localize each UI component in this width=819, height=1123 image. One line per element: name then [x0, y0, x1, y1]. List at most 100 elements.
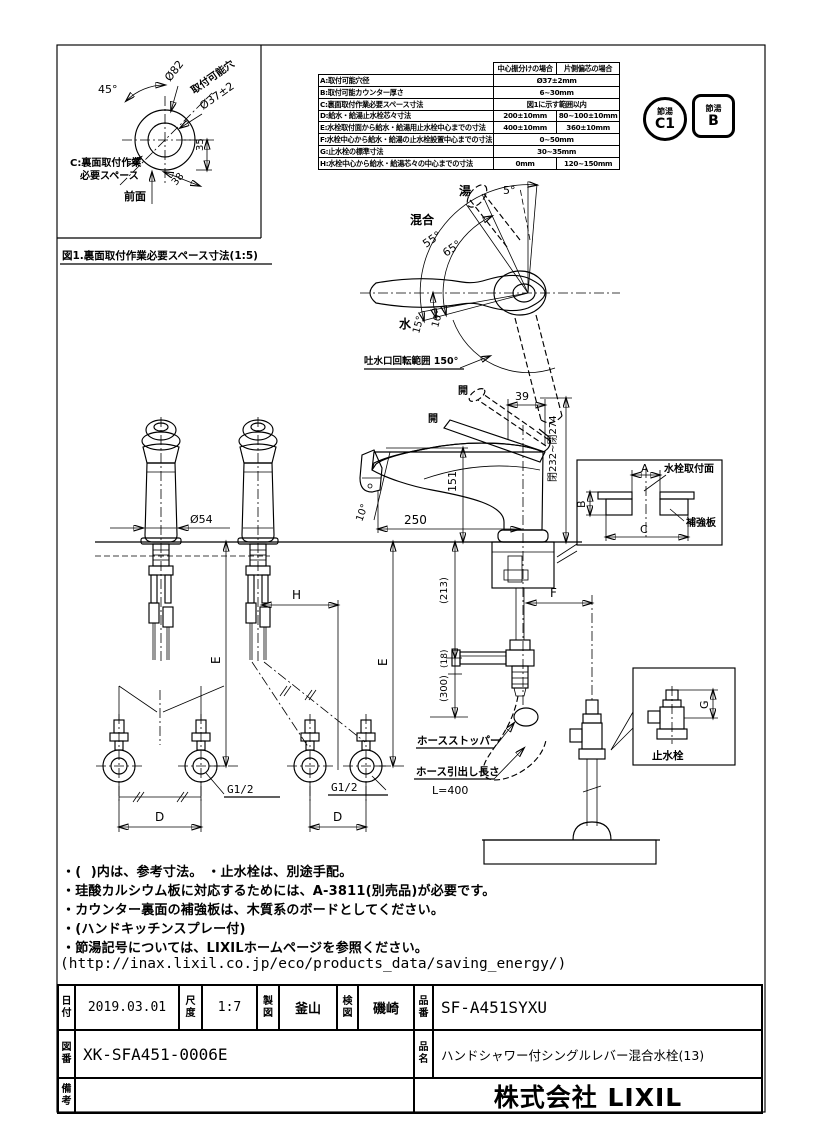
mount-dim-c: C — [640, 523, 648, 536]
spec-row-value: Ø37±2mm — [493, 73, 621, 87]
reinforce-board-label: 補強板 — [685, 516, 717, 529]
topview-15deg-label: 15° — [411, 315, 426, 335]
note-line-4: ・(ハンドキッチンスプレー付) — [62, 922, 246, 937]
note-url: (http://inax.lixil.co.jp/eco/products_da… — [60, 956, 567, 972]
topview-10deg-label: 10° — [430, 309, 445, 329]
dim-closed-range-label: 閉232~閉274 — [547, 415, 559, 482]
dim-e-left-label: E — [209, 656, 223, 664]
fig1-outer-dia-label: Ø82 — [162, 58, 186, 84]
spec-header-side: 片側偏芯の場合 — [556, 62, 621, 75]
valve-dim-g: G — [698, 700, 711, 709]
hose-stopper-label: ホースストッパー — [417, 735, 500, 747]
dim-e-right-label: E — [376, 658, 390, 666]
topview-rotation-range-label: 吐水口回転範囲 150° — [364, 355, 458, 367]
fig1-space-label-line2: 必要スペース — [79, 169, 139, 182]
spec-row-label: G:止水栓の標準寸法 — [317, 145, 495, 159]
spec-row-value-center: 0mm — [493, 157, 558, 171]
spec-header-center: 中心振分けの場合 — [493, 62, 558, 75]
title-block: 日付 2019.03.01 尺度 1:7 製図 釜山 検図 磯崎 品番 SF-A… — [57, 984, 763, 1114]
spec-row-value: 6~30mm — [493, 85, 621, 99]
dim-d-right-label: D — [333, 810, 342, 824]
checker-value: 磯崎 — [359, 986, 415, 1031]
spec-row-value: 30~35mm — [493, 145, 621, 159]
part-number-value: SF-A451SYXU — [434, 986, 761, 1031]
dim-d-left-label: D — [155, 810, 164, 824]
scale-label-cell: 尺度 — [180, 986, 203, 1031]
shutoff-valve-detail-box: G 止水栓 — [610, 667, 736, 766]
dim-250-label: 250 — [404, 513, 427, 527]
checker-label-cell: 検図 — [338, 986, 359, 1031]
product-name-value: ハンドシャワー付シングルレバー混合水栓(13) — [434, 1031, 761, 1079]
spec-row-value: 図1に示す範囲以内 — [493, 97, 621, 111]
lever-open-label-a: 開 — [458, 385, 468, 397]
mount-detail-inset: A B C 水栓取付面 補強板 — [575, 459, 723, 546]
fig1-dim35-label: 35 — [195, 138, 206, 151]
dim-f-label: F — [550, 586, 557, 600]
topview-5deg-label: 5° — [503, 184, 516, 197]
figure1-caption: 図1.裏面取付作業必要スペース寸法(1:5) — [62, 249, 258, 262]
front-view-faucets-drawing: Ø54 E E H D G1/2 — [95, 416, 404, 832]
note-line-1: ・( )内は、参考寸法。 ・止水栓は、別途手配。 — [62, 865, 353, 880]
dim-18-label: (18) — [440, 650, 450, 668]
drafter-label-cell: 製図 — [258, 986, 280, 1031]
date-label-cell: 日付 — [59, 986, 76, 1031]
company-name: 株式会社 LIXIL — [493, 1082, 683, 1112]
spec-row-label: H:水栓中心から給水・給湯芯々の中心までの寸法 — [317, 157, 495, 171]
topview-65deg-label: 65° — [440, 238, 463, 260]
dim-213-label: (213) — [439, 577, 450, 604]
thread-g12-left-label: G1/2 — [227, 783, 254, 796]
dim-39-label: 39 — [515, 390, 529, 403]
topview-cold-label: 水 — [399, 316, 412, 331]
eco-b-badge: 節湯 B — [692, 94, 735, 138]
eco-c1-badge: 節湯 C1 — [643, 97, 687, 141]
spec-row-value: 0~50mm — [493, 133, 621, 147]
spec-row-value-side: 360±10mm — [556, 121, 621, 135]
part-number-label-cell: 品番 — [415, 986, 434, 1031]
spec-row-value-center: 400±10mm — [493, 121, 558, 135]
side-view-faucet-drawing: 開 開 39 閉232~閉274 151 250 10° — [95, 385, 582, 708]
fig1-dim38-label: 38 — [170, 171, 187, 188]
topview-mix-label: 混合 — [410, 212, 435, 227]
note-line-3: ・カウンター裏面の補強板は、木質系のボードとしてください。 — [62, 903, 445, 918]
product-name-label-cell: 品名 — [415, 1031, 434, 1079]
fig1-space-label-line1: C:裏面取付作業 — [70, 156, 142, 169]
spec-row-label: C:裏面取付作業必要スペース寸法 — [317, 97, 495, 111]
lever-open-label-b: 開 — [428, 413, 438, 425]
spec-row-value-center: 200±10mm — [493, 109, 558, 123]
drawing-number-value: XK-SFA451-0006E — [76, 1031, 415, 1079]
topview-55deg-label: 55° — [420, 229, 443, 251]
spec-row-label: D:給水・給湯止水栓芯々寸法 — [317, 109, 495, 123]
note-line-2: ・珪酸カルシウム板に対応するためには、A-3811(別売品)が必要です。 — [62, 884, 496, 899]
spec-row-value-side: 80~100±10mm — [556, 109, 621, 123]
dim-dia54-label: Ø54 — [190, 513, 213, 526]
dim-h-label: H — [292, 588, 301, 602]
drawing-number-label-cell: 図番 — [59, 1031, 76, 1079]
mount-surface-label: 水栓取付面 — [663, 462, 714, 475]
date-value: 2019.03.01 — [76, 986, 180, 1031]
fig1-angle45-label: 45° — [98, 83, 118, 96]
figure1-rear-space-drawing: 45° Ø82 取付可能穴 Ø37±2 35 38 C:裏面取付作業 必要スペー… — [57, 45, 272, 265]
topview-hot-label: 湯 — [459, 183, 471, 198]
scale-value: 1:7 — [203, 986, 258, 1031]
spec-row-value-side: 120~150mm — [556, 157, 621, 171]
spec-row-label: B:取付可能カウンター厚さ — [317, 85, 495, 99]
valve-detail-label: 止水栓 — [652, 749, 684, 762]
eco-c1-badge-text: 節湯 — [657, 106, 673, 116]
spec-row-label: E:水栓取付面から給水・給湯用止水栓中心までの寸法 — [317, 121, 495, 135]
spec-row-label: A:取付可能穴径 — [317, 73, 495, 87]
mount-dim-b: B — [575, 500, 588, 508]
dim-10deg-label: 10° — [354, 503, 370, 523]
remarks-value — [76, 1079, 415, 1112]
hose-pull-length: L=400 — [432, 784, 468, 797]
note-line-5: ・節湯記号については、LIXILホームページを参照ください。 — [62, 941, 428, 956]
top-view-rotation-drawing: 湯 5° 混合 55° 65° 水 15° 10° 吐水口回転範囲 150° — [360, 181, 620, 424]
mount-dim-a: A — [641, 462, 649, 475]
dim-151-label: 151 — [446, 471, 459, 492]
thread-g12-right-label: G1/2 — [331, 781, 358, 794]
remarks-label-cell: 備考 — [59, 1079, 76, 1112]
fig1-front-label: 前面 — [124, 189, 146, 203]
hose-pull-label: ホース引出し長さ — [416, 765, 499, 778]
